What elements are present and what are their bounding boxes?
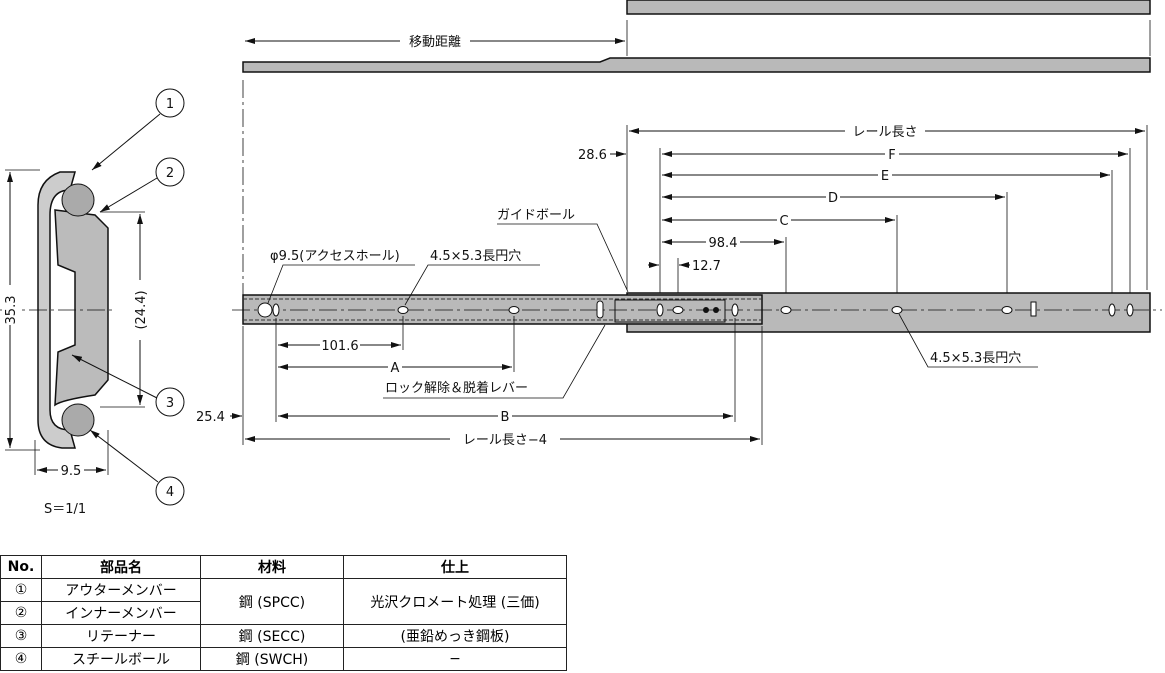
cell-no: ② <box>0 601 42 625</box>
table-header: No. 部品名 材料 仕上 <box>0 555 567 579</box>
dim-12-7: 12.7 <box>692 259 721 274</box>
extended-rail-view <box>242 0 1151 300</box>
callout-1: 1 <box>166 97 174 112</box>
lock-lever-label: ロック解除＆脱着レバー <box>385 380 528 396</box>
cell-name: スチールボール <box>41 647 201 671</box>
cell-material: 鋼 (SPCC) <box>200 578 344 625</box>
parts-table: No. 部品名 材料 仕上 ① アウターメンバー 鋼 (SPCC) 光沢クロメー… <box>0 555 567 671</box>
rail-side-view <box>232 292 1162 333</box>
dim-C: C <box>779 214 788 229</box>
travel-label: 移動距離 <box>409 35 461 50</box>
rail-length-label: レール長さ <box>852 125 917 140</box>
header-finish: 仕上 <box>343 555 567 579</box>
scale-label: S＝1/1 <box>44 502 86 517</box>
table-row: ① アウターメンバー 鋼 (SPCC) 光沢クロメート処理 (三価) <box>0 578 567 625</box>
dim-B: B <box>501 410 510 425</box>
cell-finish: 光沢クロメート処理 (三価) <box>343 578 567 625</box>
header-material: 材料 <box>200 555 344 579</box>
header-no: No. <box>0 555 42 579</box>
cell-material: 鋼 (SECC) <box>200 624 344 648</box>
cell-finish: − <box>343 647 567 671</box>
dim-D: D <box>828 191 838 206</box>
callout-2: 2 <box>166 166 174 181</box>
callout-4: 4 <box>166 485 174 500</box>
cell-no: ④ <box>0 647 42 671</box>
dim-101-6: 101.6 <box>321 339 358 354</box>
callout-3: 3 <box>166 396 174 411</box>
dim-25-4: 25.4 <box>196 410 225 425</box>
slot-label-left: 4.5×5.3長円穴 <box>430 249 521 264</box>
cell-no: ③ <box>0 624 42 648</box>
dim-rail-length-minus-4: レール長さ−4 <box>463 433 547 448</box>
slot-label-right: 4.5×5.3長円穴 <box>930 351 1021 366</box>
guide-ball-label: ガイドボール <box>497 208 575 223</box>
part-callouts: 1 2 3 4 <box>71 88 185 506</box>
dim-F: F <box>888 148 895 163</box>
access-hole-label: φ9.5(アクセスホール) <box>270 249 400 264</box>
dim-A: A <box>391 361 400 376</box>
table-row: ② インナーメンバー <box>0 601 567 625</box>
cell-no: ① <box>0 578 42 602</box>
cell-name: アウターメンバー <box>41 578 201 602</box>
dims-right: F E D C 98.4 12.7 <box>648 146 1131 300</box>
dim-28-6: 28.6 <box>578 148 607 163</box>
cell-finish: (亜鉛めっき鋼板) <box>343 624 567 648</box>
dim-E: E <box>881 169 889 184</box>
table-row: ③ リテーナー 鋼 (SECC) (亜鉛めっき鋼板) <box>0 624 567 648</box>
dim-9-5: 9.5 <box>61 464 82 479</box>
slide-rail-drawing: 移動距離 レール長さ 28.6 F E D C 98.4 12.7 ガイドボール… <box>0 0 1162 517</box>
cell-name: リテーナー <box>41 624 201 648</box>
dim-35-3: 35.3 <box>4 296 19 325</box>
dim-98-4: 98.4 <box>709 236 738 251</box>
table-row: ④ スチールボール 鋼 (SWCH) − <box>0 647 567 671</box>
dim-24-4: (24.4) <box>134 290 149 329</box>
cross-section <box>0 171 115 449</box>
cell-name: インナーメンバー <box>41 601 201 625</box>
cell-material: 鋼 (SWCH) <box>200 647 344 671</box>
header-part-name: 部品名 <box>41 555 201 579</box>
